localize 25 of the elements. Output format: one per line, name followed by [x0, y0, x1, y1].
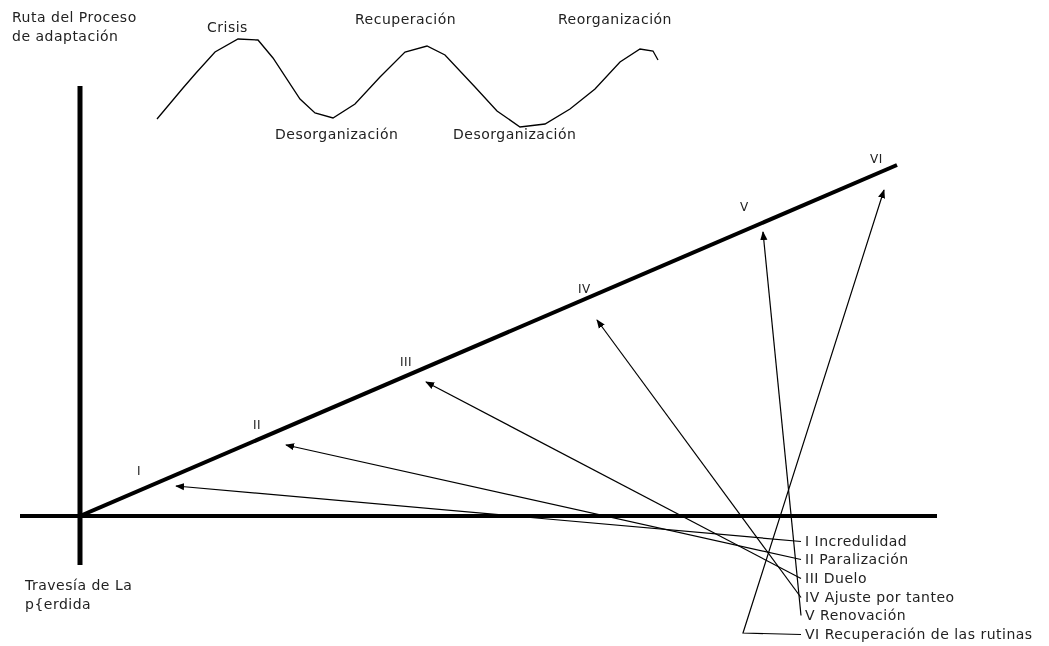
arrow — [596, 319, 802, 599]
stage-label: III Duelo — [805, 569, 868, 588]
phase-label: Desorganización — [453, 125, 577, 144]
stage-label: VI Recuperación de las rutinas — [805, 625, 1033, 644]
stage-label: I Incredulidad — [805, 532, 908, 551]
axis-label: Travesía de La p{erdida — [25, 576, 134, 614]
stage-numeral: III — [400, 354, 413, 371]
stage-numeral: IV — [578, 281, 591, 298]
stage-label: IV Ajuste por tanteo — [805, 588, 955, 607]
arrow — [425, 381, 802, 580]
arrow — [742, 189, 885, 636]
phase-label: Recuperación — [355, 10, 457, 29]
arrow — [760, 231, 802, 617]
axis-label: Ruta del Proceso de adaptación — [12, 8, 138, 46]
stage-numeral: I — [137, 463, 142, 480]
phase-label: Reorganización — [558, 10, 672, 29]
phase-label: Desorganización — [275, 125, 399, 144]
stage-numeral: II — [253, 417, 262, 434]
arrow — [175, 483, 802, 543]
arrow — [285, 443, 802, 561]
phase-label: Crisis — [207, 18, 248, 37]
stage-numeral: VI — [870, 151, 883, 168]
stage-numeral: V — [740, 199, 749, 216]
stage-label: V Renovación — [805, 606, 907, 625]
stage-label: II Paralización — [805, 550, 909, 569]
